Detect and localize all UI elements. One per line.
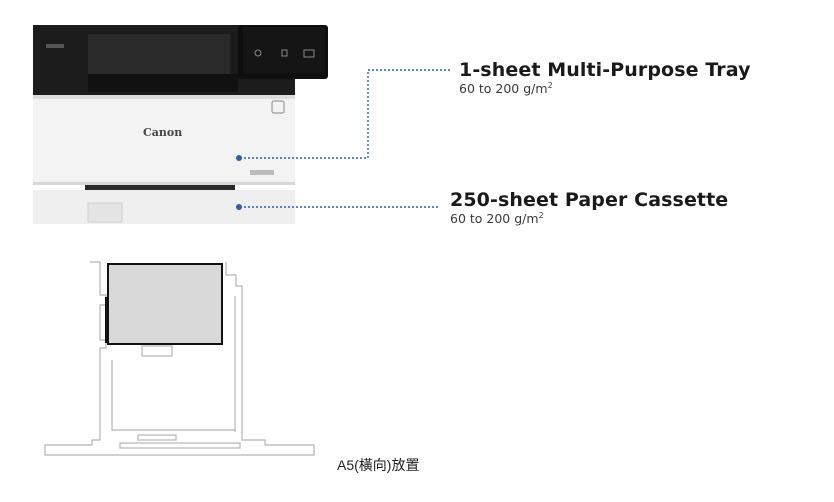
multi-purpose-tray-title: 1-sheet Multi-Purpose Tray (459, 59, 751, 81)
printer-brand-logo: Canon (143, 126, 182, 139)
multi-purpose-tray-label: 1-sheet Multi-Purpose Tray 60 to 200 g/m… (459, 59, 751, 96)
a5-orientation-caption: A5(橫向)放置 (337, 457, 420, 473)
paper-cassette-title: 250-sheet Paper Cassette (450, 189, 729, 211)
printer-body (33, 95, 295, 224)
callout-line-tray (240, 69, 452, 159)
callout-dot-tray (236, 155, 242, 161)
paper-cassette-weight: 60 to 200 g/m2 (450, 210, 544, 226)
a5-paper-sheet (107, 263, 223, 345)
callout-dot-cassette (236, 204, 242, 210)
multi-purpose-tray-weight: 60 to 200 g/m2 (459, 80, 553, 96)
paper-cassette-label: 250-sheet Paper Cassette 60 to 200 g/m2 (450, 189, 728, 226)
printer-top-section (33, 25, 328, 97)
